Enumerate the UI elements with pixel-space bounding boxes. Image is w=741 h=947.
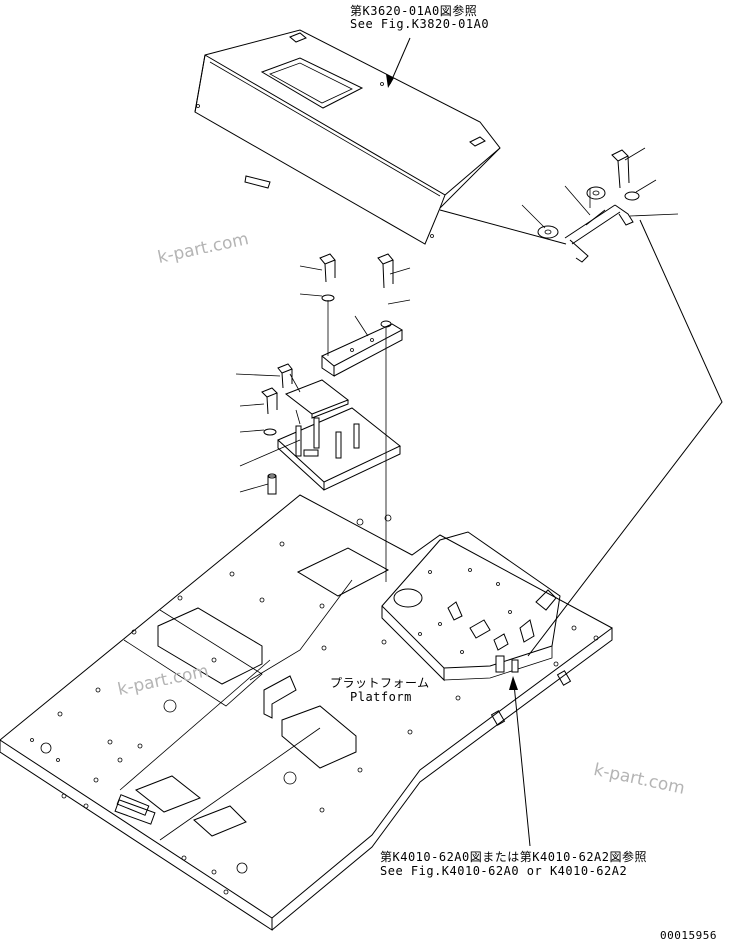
drawing-number: 00015956 <box>660 929 717 942</box>
gas-spring-assembly <box>439 147 723 657</box>
platform-frame <box>0 494 613 931</box>
bottom-ref-jp: 第K4010-62A0図または第K4010-62A2図参照 <box>380 850 647 864</box>
bottom-ref-leader <box>509 676 531 847</box>
bottom-ref-en: See Fig.K4010-62A0 or K4010-62A2 <box>380 864 628 878</box>
top-ref-jp: 第K3620-01A0図参照 <box>350 4 478 18</box>
platform-label-en: Platform <box>350 690 412 704</box>
cab-base <box>381 531 561 682</box>
mounting-hardware <box>235 253 411 582</box>
top-ref-en: See Fig.K3820-01A0 <box>350 17 490 31</box>
platform-label-jp: プラットフォーム <box>330 676 430 690</box>
top-ref-leader <box>386 37 411 88</box>
cover-panel <box>194 29 501 245</box>
